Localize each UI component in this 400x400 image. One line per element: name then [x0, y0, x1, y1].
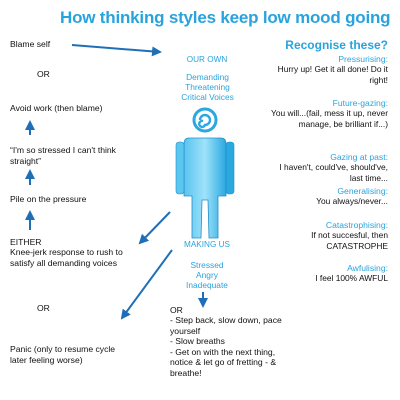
or-label-top: OR	[37, 69, 50, 79]
item-text: I haven't, could've, should've, last tim…	[279, 162, 388, 183]
item-text: Hurry up! Get it all done! Do it right!	[277, 64, 388, 85]
or-label-bottom: OR	[37, 303, 50, 313]
coping-advice-text: - Step back, slow down, pace yourself - …	[170, 315, 282, 378]
recognise-heading: Recognise these?	[285, 38, 388, 52]
or-label-center: OR	[170, 305, 183, 315]
making-us-caption: MAKING US	[184, 240, 230, 249]
pile-on-pressure-label: Pile on the pressure	[10, 194, 87, 204]
panic-label: Panic (only to resume cycle later feelin…	[10, 344, 116, 365]
avoid-work-label: Avoid work (then blame)	[10, 103, 103, 113]
item-text: I feel 100% AWFUL	[315, 273, 388, 284]
stressed-quote-label: “I'm so stressed I can't think straight”	[10, 145, 116, 166]
right-item-awfulising: Awfulising: I feel 100% AWFUL	[270, 263, 388, 284]
diagram-title: How thinking styles keep low mood going	[60, 8, 391, 27]
item-name: Catastrophising:	[325, 220, 388, 230]
item-name: Pressurising:	[338, 54, 388, 64]
either-label: EITHER	[10, 237, 42, 247]
right-item-gazing-at-past: Gazing at past: I haven't, could've, sho…	[270, 152, 388, 183]
right-item-future-gazing: Future-gazing: You will...(fail, mess it…	[268, 98, 388, 129]
right-item-catastrophising: Catastrophising: If not succesful, then …	[268, 220, 388, 251]
right-item-generalising: Generalising: You always/never...	[270, 186, 388, 207]
item-name: Awfulising:	[347, 263, 388, 273]
feelings-caption: Stressed Angry Inadequate	[186, 260, 228, 291]
arrow-to-panic	[120, 249, 173, 320]
critical-voices-caption: Demanding Threatening Critical Voices	[181, 72, 234, 103]
blame-self-label: Blame self	[10, 39, 51, 49]
right-item-pressurising: Pressurising: Hurry up! Get it all done!…	[268, 54, 388, 85]
item-text: If not succesful, then CATASTROPHE	[311, 230, 388, 251]
knee-jerk-label: Knee-jerk response to rush to satisfy al…	[10, 247, 123, 268]
person-figure-icon	[175, 107, 235, 239]
our-own-caption: OUR OWN	[186, 55, 228, 64]
item-name: Future-gazing:	[332, 98, 388, 108]
arrow-to-knee-jerk	[138, 211, 171, 245]
item-name: Gazing at past:	[330, 152, 388, 162]
item-text: You will...(fail, mess it up, never mana…	[271, 108, 388, 129]
arrow-to-voices	[71, 44, 162, 57]
item-name: Generalising:	[337, 186, 388, 196]
item-text: You always/never...	[316, 196, 388, 207]
